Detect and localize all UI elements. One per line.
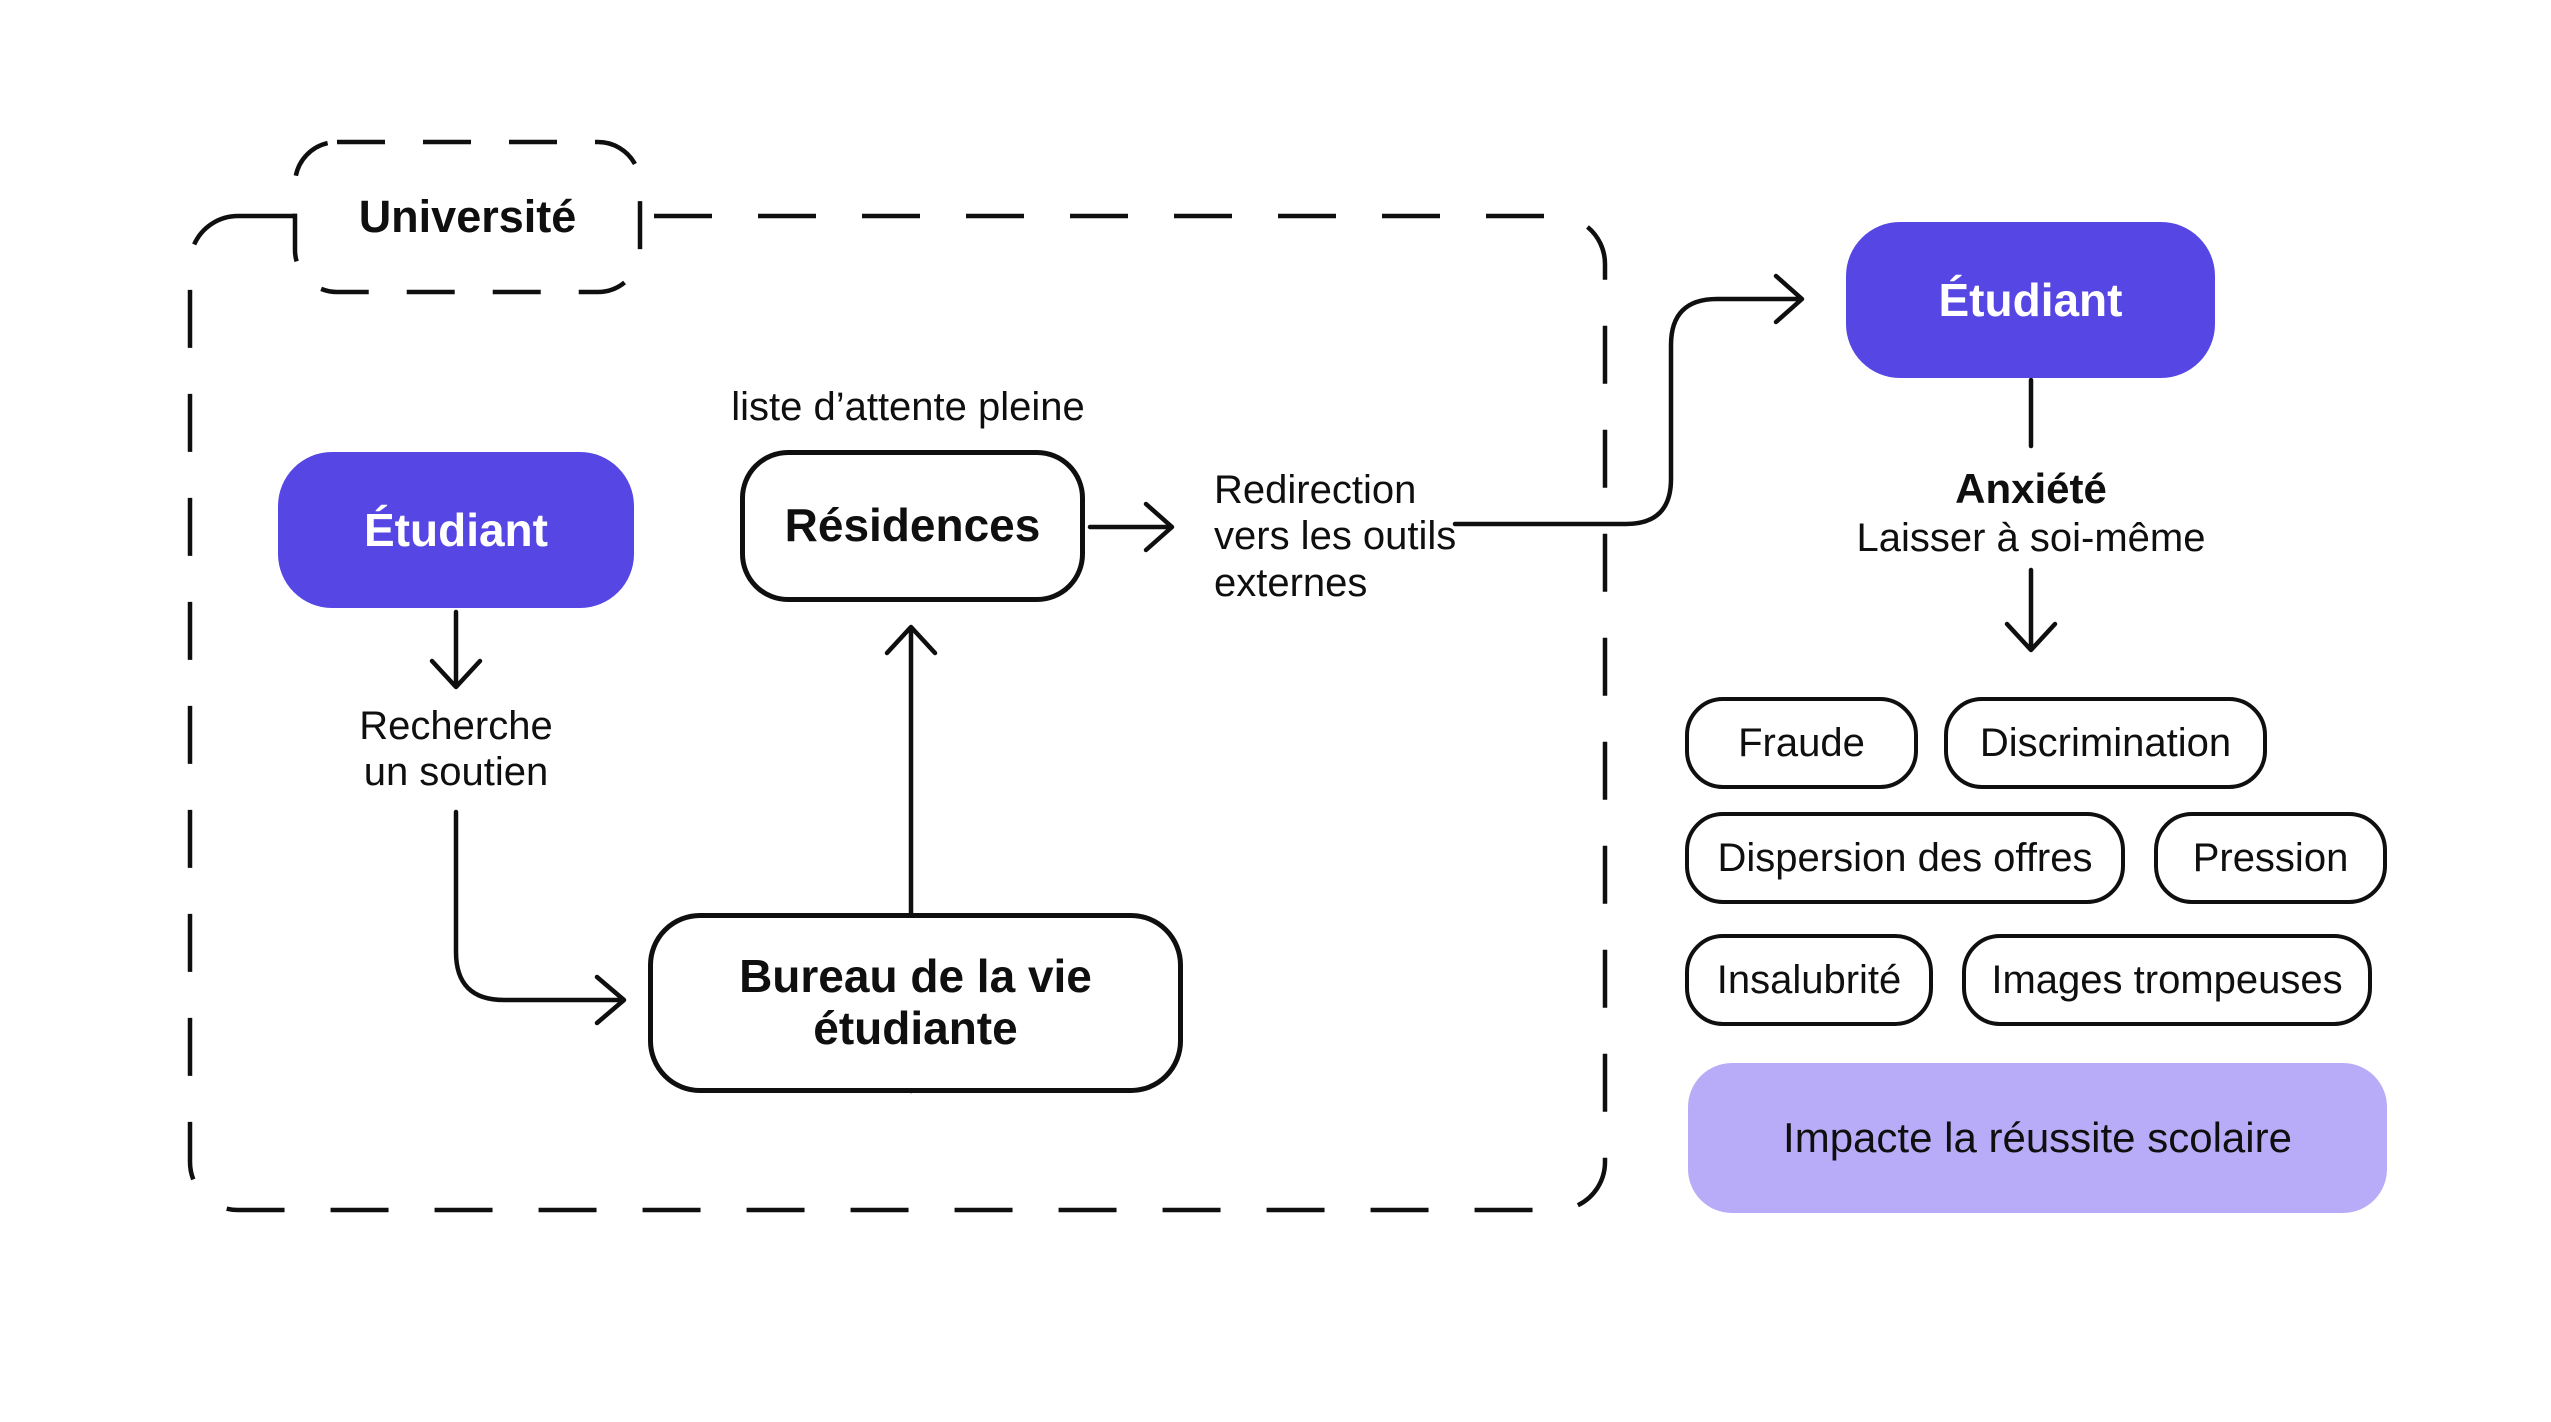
tag-insalubrite-text: Insalubrité xyxy=(1716,957,1902,1002)
residences-box-text: Résidences xyxy=(784,499,1041,552)
arrow-student-to-support xyxy=(429,609,483,690)
tag-pression-text: Pression xyxy=(2192,835,2349,880)
tag-insalubrite: Insalubrité xyxy=(1685,934,1933,1026)
university-label-text: Université xyxy=(358,191,577,242)
arrow-residences-to-redirection xyxy=(1087,501,1175,553)
tag-fraude-text: Fraude xyxy=(1738,720,1865,765)
tag-dispersion-des-offres-text: Dispersion des offres xyxy=(1717,835,2093,880)
university-dashed-boundary xyxy=(187,213,1608,1213)
bureau-box-text: Bureau de la vie étudiante xyxy=(739,950,1092,1054)
student-box-inside: Étudiant xyxy=(278,452,634,608)
tag-images-trompeuses-text: Images trompeuses xyxy=(1991,957,2343,1002)
student-box-inside-text: Étudiant xyxy=(364,504,548,556)
residences-box: Résidences xyxy=(740,450,1085,602)
tag-fraude: Fraude xyxy=(1685,697,1918,789)
university-label-capsule xyxy=(292,139,643,295)
tag-discrimination: Discrimination xyxy=(1944,697,2267,789)
search-support-label: Recherche un soutien xyxy=(359,704,553,795)
anxiety-subtitle: Laisser à soi-même xyxy=(1856,516,2206,560)
waitlist-note: liste d’attente pleine xyxy=(731,385,1085,429)
impact-box-text: Impacte la réussite scolaire xyxy=(1783,1114,2292,1161)
arrow-anxiety-to-tags xyxy=(2004,567,2058,653)
arrow-support-to-bureau xyxy=(453,809,627,1026)
student-box-outside: Étudiant xyxy=(1846,222,2215,378)
tag-pression: Pression xyxy=(2154,812,2387,904)
bureau-box: Bureau de la vie étudiante xyxy=(648,913,1183,1093)
arrow-redirection-to-student xyxy=(1452,273,1805,527)
tag-images-trompeuses: Images trompeuses xyxy=(1962,934,2372,1026)
redirection-label: Redirection vers les outils externes xyxy=(1214,468,1457,605)
anxiety-title: Anxiété xyxy=(1955,465,2107,512)
tag-dispersion-des-offres: Dispersion des offres xyxy=(1685,812,2125,904)
university-label: Université xyxy=(295,142,640,292)
impact-box: Impacte la réussite scolaire xyxy=(1688,1063,2387,1213)
student-box-outside-text: Étudiant xyxy=(1938,274,2123,326)
tag-discrimination-text: Discrimination xyxy=(1979,720,2232,765)
